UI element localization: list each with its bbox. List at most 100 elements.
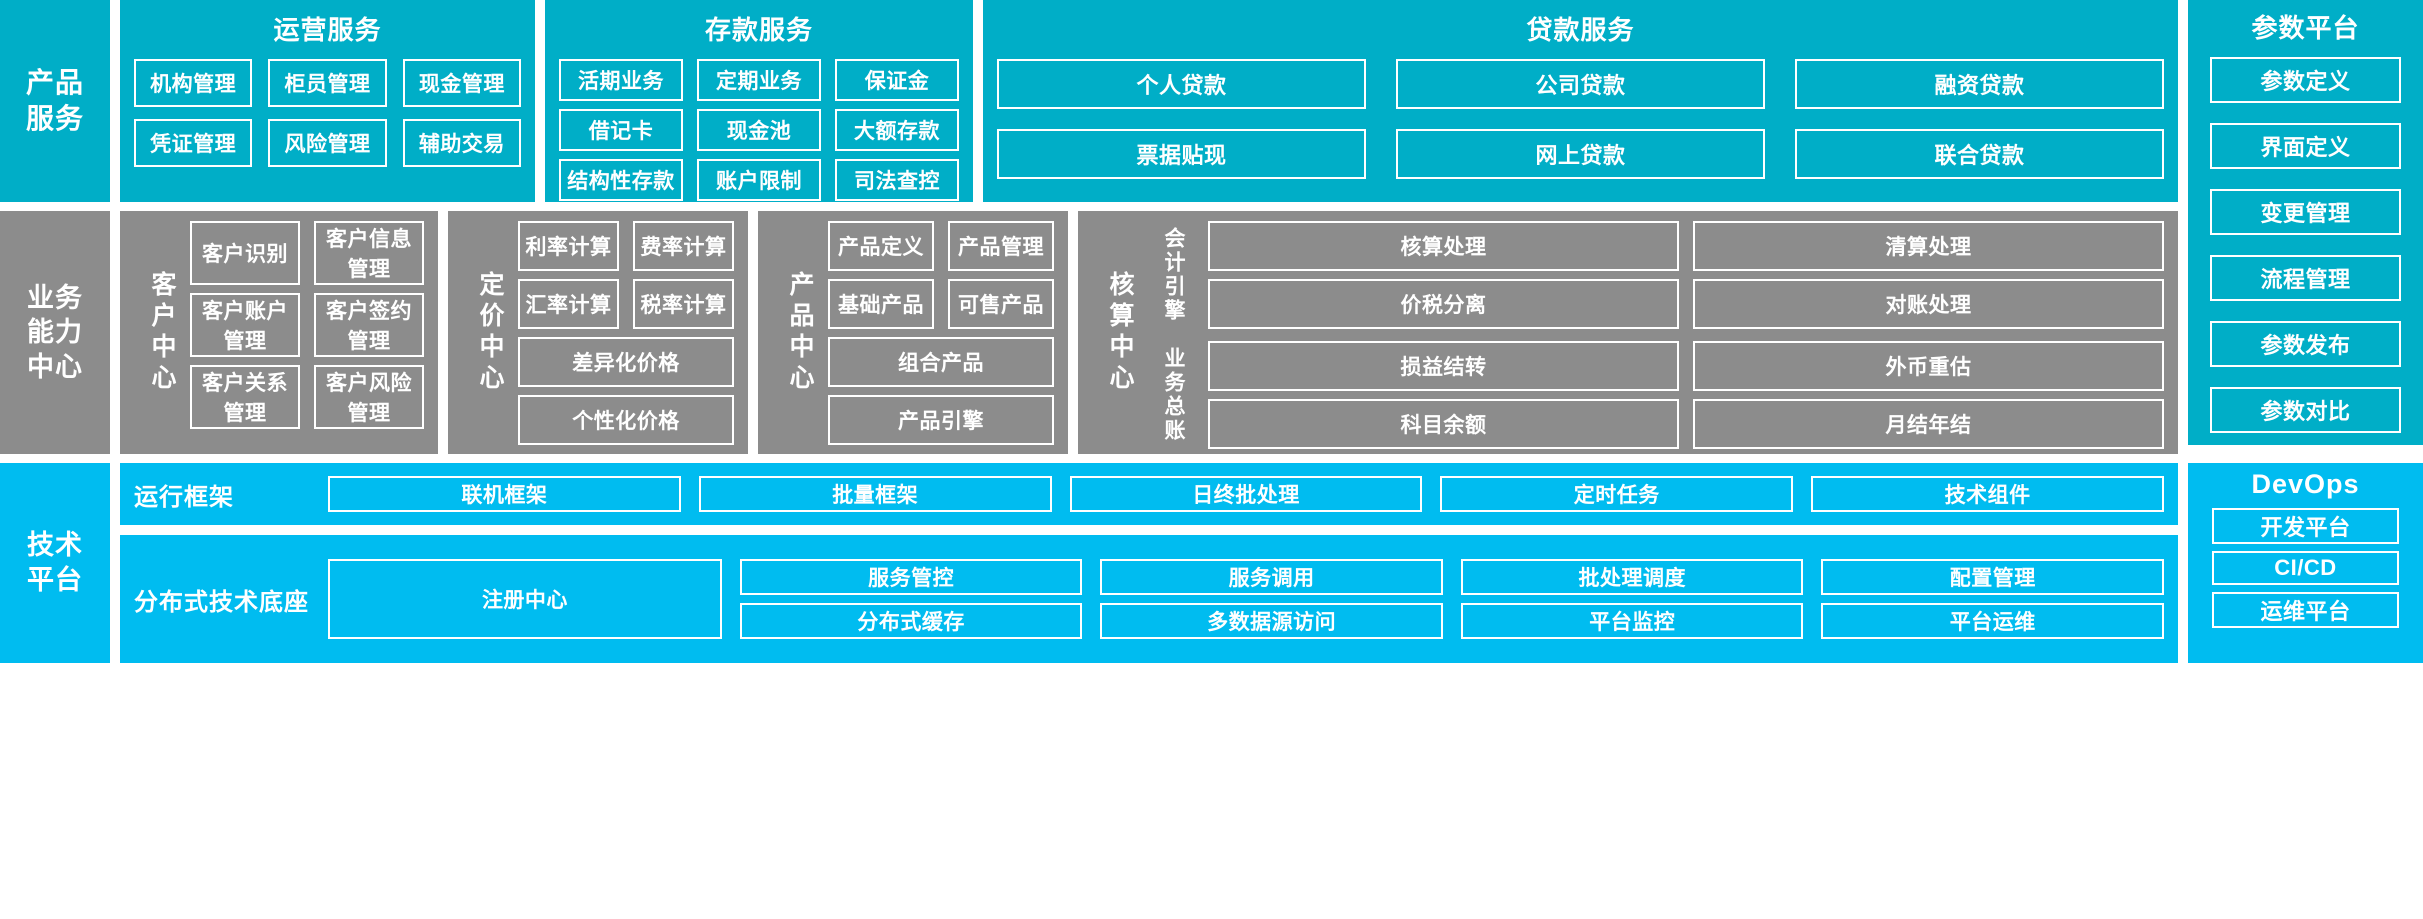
price-cell-interest-rate[interactable]: 利率计算 <box>518 221 619 271</box>
service-cell-debit-card[interactable]: 借记卡 <box>559 109 683 151</box>
rail-items-devops: 开发平台 CI/CD 运维平台 <box>2212 508 2399 653</box>
devops-cell-dev-platform[interactable]: 开发平台 <box>2212 508 2399 544</box>
cust-cell-risk-mgmt[interactable]: 客户风险管理 <box>314 365 424 429</box>
layer-tech-platform: 技术 平台 运行框架 联机框架 批量框架 日终批处理 定时任务 技术组件 分布式… <box>0 463 2423 663</box>
center-row: 组合产品 <box>828 337 1054 387</box>
center-label-accounting: 核算中心 <box>1106 270 1134 395</box>
service-cell-institution-mgmt[interactable]: 机构管理 <box>134 59 253 107</box>
center-pricing: 定价中心 利率计算 费率计算 汇率计算 税率计算 差异化价格 个性化价格 <box>448 211 748 454</box>
tech-cell-registry-center[interactable]: 注册中心 <box>328 559 722 639</box>
group-title-deposit-service: 存款服务 <box>704 15 813 45</box>
acct-cell-price-tax-split[interactable]: 价税分离 <box>1208 279 1679 329</box>
price-cell-exchange-rate[interactable]: 汇率计算 <box>518 279 619 329</box>
prod-cell-base-product[interactable]: 基础产品 <box>828 279 934 329</box>
accounting-section-label-ledger: 业务总账 <box>1162 347 1185 443</box>
acct-cell-accounting-process[interactable]: 核算处理 <box>1208 221 1679 271</box>
param-cell-publish[interactable]: 参数发布 <box>2210 321 2401 367</box>
tech-cell-batch-framework[interactable]: 批量框架 <box>698 476 1052 512</box>
layer-label-bc-line1: 业务 <box>27 282 83 313</box>
service-cell-personal-loan[interactable]: 个人贷款 <box>997 59 1366 109</box>
cust-cell-contract-mgmt[interactable]: 客户签约管理 <box>314 293 424 357</box>
tech-cell-multi-datasource[interactable]: 多数据源访问 <box>1100 603 1443 639</box>
center-row: 基础产品 可售产品 <box>828 279 1054 329</box>
param-cell-ui-definition[interactable]: 界面定义 <box>2210 123 2401 169</box>
layer-label-bc-line2: 能力 <box>27 317 83 348</box>
tech-strip-distributed-base: 分布式技术底座 注册中心 服务管控 服务调用 批处理调度 配置管理 分布式缓存 … <box>120 535 2178 663</box>
tech-cell-config-mgmt[interactable]: 配置管理 <box>1821 559 2164 595</box>
devops-cell-ops-platform[interactable]: 运维平台 <box>2212 592 2399 628</box>
tech-cells-distributed-base: 注册中心 服务管控 服务调用 批处理调度 配置管理 分布式缓存 多数据源访问 平… <box>328 559 2164 639</box>
service-cell-demand-deposit[interactable]: 活期业务 <box>559 59 683 101</box>
center-row: 客户关系管理 客户风险管理 <box>190 365 424 429</box>
group-title-loan-service: 贷款服务 <box>1526 15 1635 45</box>
center-row: 利率计算 费率计算 <box>518 221 734 271</box>
param-cell-definition[interactable]: 参数定义 <box>2210 57 2401 103</box>
service-cell-account-restriction[interactable]: 账户限制 <box>697 159 821 201</box>
service-cell-cash-pool[interactable]: 现金池 <box>697 109 821 151</box>
service-cell-syndicated-loan[interactable]: 联合贷款 <box>1795 129 2164 179</box>
devops-cell-cicd[interactable]: CI/CD <box>2212 551 2399 585</box>
cust-cell-account-mgmt[interactable]: 客户账户管理 <box>190 293 300 357</box>
center-row: 产品定义 产品管理 <box>828 221 1054 271</box>
price-cell-personalized[interactable]: 个性化价格 <box>518 395 734 445</box>
service-cell-bill-discount[interactable]: 票据贴现 <box>997 129 1366 179</box>
prod-cell-bundle-product[interactable]: 组合产品 <box>828 337 1054 387</box>
layer-label-line2: 服务 <box>25 103 84 134</box>
rail-title-devops: DevOps <box>2251 469 2360 499</box>
tech-cell-online-framework[interactable]: 联机框架 <box>328 476 681 512</box>
service-cell-financing-loan[interactable]: 融资贷款 <box>1795 59 2164 109</box>
layer-label-tech-line1: 技术 <box>27 530 83 561</box>
cust-cell-info-mgmt[interactable]: 客户信息管理 <box>314 221 424 285</box>
tech-cell-service-governance[interactable]: 服务管控 <box>739 559 1083 595</box>
prod-cell-definition[interactable]: 产品定义 <box>828 221 934 271</box>
prod-cell-product-engine[interactable]: 产品引擎 <box>828 395 1054 445</box>
tech-cell-service-invocation[interactable]: 服务调用 <box>1100 559 1443 595</box>
service-cell-structured-deposit[interactable]: 结构性存款 <box>559 159 683 201</box>
service-cell-time-deposit[interactable]: 定期业务 <box>697 59 821 101</box>
center-body-pricing: 利率计算 费率计算 汇率计算 税率计算 差异化价格 个性化价格 <box>518 221 734 445</box>
service-cell-judicial-control[interactable]: 司法查控 <box>835 159 959 201</box>
price-cell-fee-rate[interactable]: 费率计算 <box>633 221 734 271</box>
acct-cell-month-year-close[interactable]: 月结年结 <box>1693 399 2164 449</box>
service-cell-large-deposit[interactable]: 大额存款 <box>835 109 959 151</box>
rail-spacer <box>2188 211 2423 454</box>
param-cell-compare[interactable]: 参数对比 <box>2210 387 2401 433</box>
price-cell-tax-rate[interactable]: 税率计算 <box>633 279 734 329</box>
acct-cell-settlement-process[interactable]: 清算处理 <box>1693 221 2164 271</box>
price-cell-differential[interactable]: 差异化价格 <box>518 337 734 387</box>
tech-cell-scheduled-task[interactable]: 定时任务 <box>1440 476 1794 512</box>
cust-cell-relationship-mgmt[interactable]: 客户关系管理 <box>190 365 300 429</box>
service-cell-auxiliary-txn[interactable]: 辅助交易 <box>402 119 521 167</box>
acct-cell-pnl-carryover[interactable]: 损益结转 <box>1208 341 1679 391</box>
tech-cell-batch-scheduling[interactable]: 批处理调度 <box>1460 559 1804 595</box>
service-cell-corporate-loan[interactable]: 公司贷款 <box>1396 59 1765 109</box>
param-cell-change-mgmt[interactable]: 变更管理 <box>2210 189 2401 235</box>
rail-devops: DevOps 开发平台 CI/CD 运维平台 <box>2188 463 2423 663</box>
prod-cell-sellable-product[interactable]: 可售产品 <box>948 279 1054 329</box>
layer-business-capability: 业务 能力 中心 客户中心 客户识别 客户信息管理 客户账户管理 客户签约管理 … <box>0 211 2423 454</box>
param-cell-process-mgmt[interactable]: 流程管理 <box>2210 255 2401 301</box>
cust-cell-identification[interactable]: 客户识别 <box>190 221 300 285</box>
center-body-accounting: 会计引擎 核算处理 清算处理 价税分离 对账处理 业务总账 损益结转 外币重估 … <box>1148 221 2164 449</box>
tech-cell-tech-components[interactable]: 技术组件 <box>1811 476 2164 512</box>
tech-cell-eod-batch[interactable]: 日终批处理 <box>1069 476 1423 512</box>
service-cell-margin-deposit[interactable]: 保证金 <box>835 59 959 101</box>
rail-param-platform: 参数平台 参数定义 界面定义 变更管理 流程管理 参数发布 参数对比 <box>2188 0 2423 445</box>
accounting-section-ledger: 业务总账 损益结转 外币重估 科目余额 月结年结 <box>1148 341 2164 449</box>
tech-cell-platform-ops[interactable]: 平台运维 <box>1821 603 2164 639</box>
tech-cell-platform-monitoring[interactable]: 平台监控 <box>1460 603 1804 639</box>
acct-cell-fx-revaluation[interactable]: 外币重估 <box>1693 341 2164 391</box>
layer-label-line1: 产品 <box>25 67 84 99</box>
tech-cell-distributed-cache[interactable]: 分布式缓存 <box>739 603 1083 639</box>
service-cell-voucher-mgmt[interactable]: 凭证管理 <box>134 119 253 167</box>
service-cell-teller-mgmt[interactable]: 柜员管理 <box>268 59 387 107</box>
prod-cell-management[interactable]: 产品管理 <box>948 221 1054 271</box>
group-items-deposit-service: 活期业务 定期业务 保证金 借记卡 现金池 大额存款 结构性存款 账户限制 司法… <box>559 59 959 201</box>
tech-strip-label-runtime: 运行框架 <box>134 483 234 511</box>
service-cell-cash-mgmt[interactable]: 现金管理 <box>402 59 521 107</box>
acct-cell-subject-balance[interactable]: 科目余额 <box>1208 399 1679 449</box>
service-cell-online-loan[interactable]: 网上贷款 <box>1396 129 1765 179</box>
service-cell-risk-mgmt[interactable]: 风险管理 <box>268 119 387 167</box>
acct-cell-reconciliation[interactable]: 对账处理 <box>1693 279 2164 329</box>
